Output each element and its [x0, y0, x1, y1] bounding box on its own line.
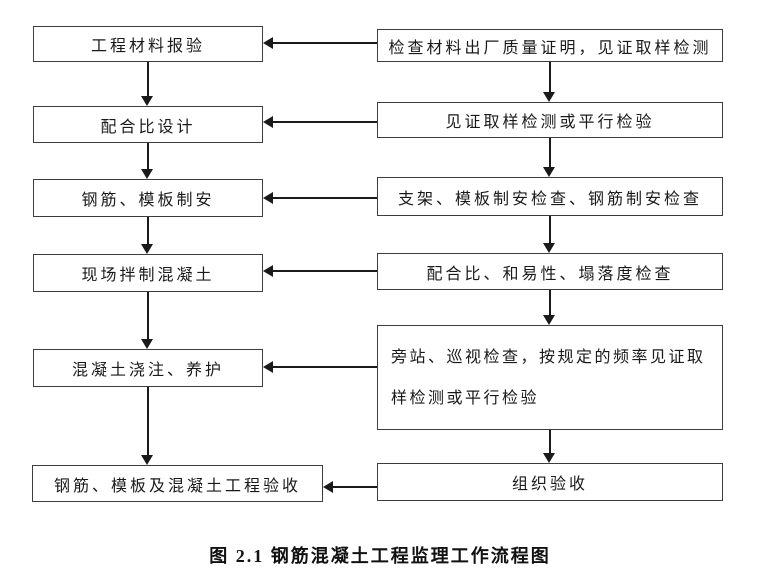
flow-node-rebar-formwork-install: 钢筋、模板制安 [33, 179, 263, 217]
cross-arrow-2-head [263, 116, 273, 128]
node-label: 现场拌制混凝土 [81, 267, 215, 284]
node-label: 配合比、和易性、塌落度检查 [426, 265, 674, 283]
flow-node-mix-workability-slump-check: 配合比、和易性、塌落度检查 [377, 253, 723, 290]
cross-arrow-3-line [273, 197, 377, 199]
right-col-arrow-1-head [543, 92, 555, 102]
left-col-arrow-1-head [141, 96, 153, 106]
left-col-arrow-2-line [147, 143, 149, 169]
left-col-arrow-4-head [141, 339, 153, 349]
flow-node-mix-design: 配合比设计 [33, 106, 263, 143]
right-col-arrow-2-line [549, 138, 551, 167]
figure-caption: 图 2.1 钢筋混凝土工程监理工作流程图 [209, 546, 551, 566]
flow-node-side-station-inspection: 旁站、巡视检查，按规定的频率见证取 样检测或平行检验 [377, 325, 723, 430]
left-col-arrow-2-head [141, 169, 153, 179]
right-col-arrow-2-head [543, 167, 555, 177]
node-label: 见证取样检测或平行检验 [445, 114, 655, 131]
right-col-arrow-1-line [549, 62, 551, 92]
cross-arrow-4-head [263, 265, 273, 277]
node-label: 组织验收 [511, 476, 588, 493]
node-label: 混凝土浇注、养护 [71, 362, 224, 379]
left-col-arrow-3-line [147, 217, 149, 244]
cross-arrow-2-line [273, 121, 377, 123]
node-label-line2: 样检测或平行检验 [391, 389, 540, 407]
node-label: 检查材料出厂质量证明，见证取样检测 [388, 39, 712, 57]
flow-node-support-formwork-rebar-check: 支架、模板制安检查、钢筋制安检查 [377, 177, 723, 216]
left-col-arrow-1-line [147, 62, 149, 96]
left-col-arrow-5-head [141, 455, 153, 465]
cross-arrow-5-line [273, 366, 377, 368]
right-col-arrow-3-head [543, 243, 555, 253]
flow-node-onsite-concrete-mixing: 现场拌制混凝土 [33, 254, 263, 292]
cross-arrow-1-line [273, 42, 377, 44]
node-label: 工程材料报验 [90, 38, 205, 55]
node-label: 支架、模板制安检查、钢筋制安检查 [397, 190, 702, 208]
node-label: 钢筋、模板制安 [81, 192, 215, 209]
right-col-arrow-5-line [549, 430, 551, 453]
flow-node-witness-sampling-test: 见证取样检测或平行检验 [377, 102, 723, 138]
node-label: 钢筋、模板及混凝土工程验收 [53, 477, 301, 495]
right-col-arrow-3-line [549, 216, 551, 243]
flow-node-organize-acceptance: 组织验收 [377, 463, 723, 501]
cross-arrow-6-line [333, 486, 377, 488]
cross-arrow-6-head [323, 481, 333, 493]
cross-arrow-5-head [263, 361, 273, 373]
right-col-arrow-4-head [543, 315, 555, 325]
flow-node-material-submission: 工程材料报验 [33, 26, 263, 62]
cross-arrow-1-head [263, 37, 273, 49]
cross-arrow-4-line [273, 270, 377, 272]
node-label-line1: 旁站、巡视检查，按规定的频率见证取 [391, 348, 706, 366]
right-col-arrow-4-line [549, 290, 551, 315]
left-col-arrow-5-line [147, 387, 149, 455]
flow-node-concrete-pouring-curing: 混凝土浇注、养护 [33, 349, 263, 387]
cross-arrow-3-head [263, 192, 273, 204]
left-col-arrow-3-head [141, 244, 153, 254]
flow-node-final-acceptance: 钢筋、模板及混凝土工程验收 [32, 465, 323, 502]
flow-node-check-factory-certificate: 检查材料出厂质量证明，见证取样检测 [377, 29, 723, 62]
left-col-arrow-4-line [147, 292, 149, 339]
node-label: 配合比设计 [100, 118, 196, 136]
right-col-arrow-5-head [543, 453, 555, 463]
